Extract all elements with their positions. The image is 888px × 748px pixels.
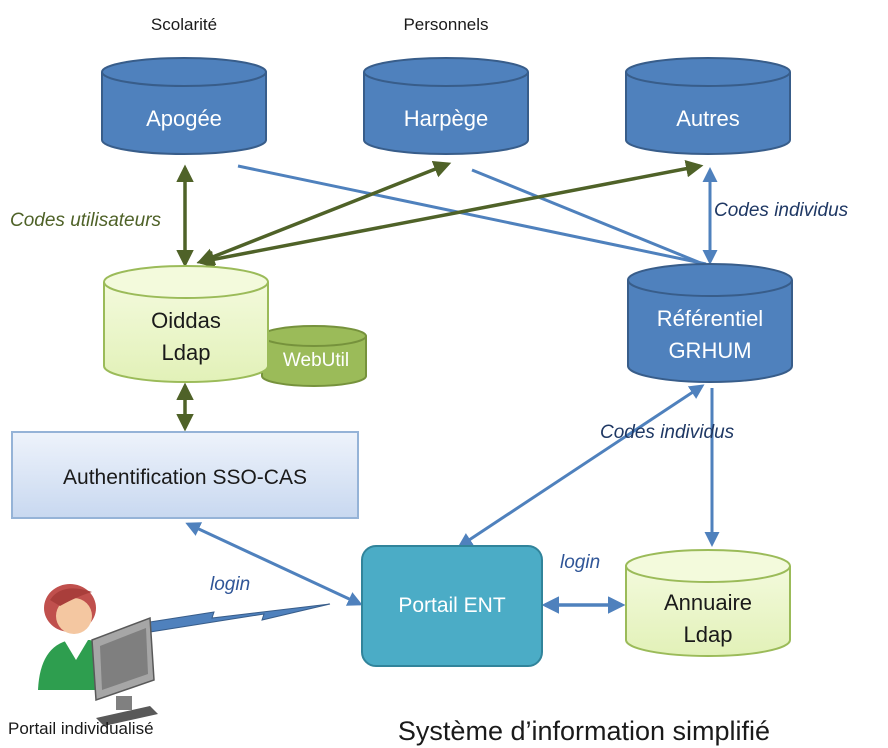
db-autres-label: Autres: [676, 106, 740, 131]
db-grhum: Référentiel GRHUM: [627, 263, 793, 383]
diagram-title: Système d’information simplifié: [398, 716, 770, 746]
db-annuaire: Annuaire Ldap: [625, 549, 791, 657]
label-codes-individus-mid: Codes individus: [600, 422, 735, 443]
arrow-apogee-grhum: [237, 164, 707, 266]
box-sso: Authentification SSO-CAS: [11, 431, 359, 519]
login-link: [149, 603, 331, 633]
box-portail-label: Portail ENT: [398, 594, 506, 617]
arrow-harpege-grhum: [471, 168, 709, 268]
db-grhum-line1: Référentiel: [657, 306, 763, 331]
user-computer-icon: [38, 584, 158, 726]
box-sso-label: Authentification SSO-CAS: [63, 466, 307, 489]
db-oiddas-line2: Ldap: [162, 340, 211, 365]
db-harpege-label: Harpège: [404, 106, 488, 131]
db-apogee: Apogée: [101, 57, 267, 155]
db-grhum-line2: GRHUM: [668, 338, 751, 363]
arrow-sso-portail: [185, 522, 363, 606]
label-login-right: login: [560, 552, 600, 573]
db-oiddas: Oiddas Ldap: [103, 265, 269, 383]
db-annuaire-line2: Ldap: [684, 622, 733, 647]
db-oiddas-line1: Oiddas: [151, 308, 221, 333]
db-harpege: Harpège: [363, 57, 529, 155]
box-portail: Portail ENT: [361, 545, 543, 667]
caption-scolarite: Scolarité: [151, 15, 217, 34]
label-login-left: login: [210, 574, 250, 595]
arrow-oiddas-autres: [196, 160, 704, 268]
arrow-oiddas-harpege: [196, 161, 452, 265]
arrow-grhum-portail: [457, 384, 705, 548]
label-codes-individus-top: Codes individus: [714, 200, 849, 221]
db-webutil: WebUtil: [261, 325, 367, 387]
db-autres: Autres: [625, 57, 791, 155]
db-apogee-label: Apogée: [146, 106, 222, 131]
caption-portail-individualise: Portail individualisé: [8, 719, 154, 738]
db-webutil-label: WebUtil: [283, 350, 349, 371]
caption-personnels: Personnels: [403, 15, 488, 34]
connectors: [176, 160, 720, 614]
db-annuaire-line1: Annuaire: [664, 590, 752, 615]
label-codes-utilisateurs: Codes utilisateurs: [10, 210, 162, 231]
